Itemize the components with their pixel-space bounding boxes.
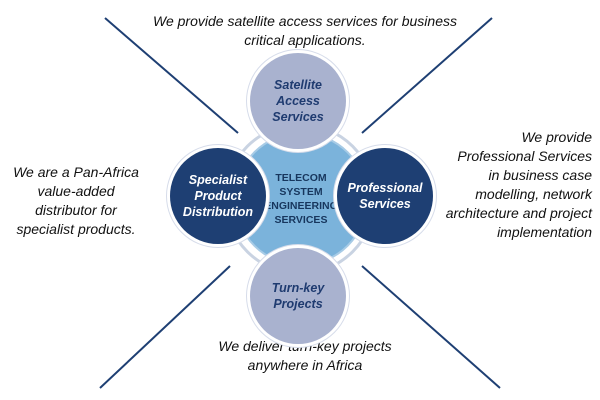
line-bottom-left <box>99 265 231 389</box>
node-label-satellite: Satellite Access Services <box>272 78 324 124</box>
caption-specialist-distribution: We are a Pan-Africa value-added distribu… <box>13 164 139 237</box>
node-label-specialist: Specialist Product Distribution <box>182 173 254 219</box>
node-specialist-product-distribution: Specialist Product Distribution <box>170 148 266 244</box>
node-turnkey-projects: Turn-key Projects <box>250 248 346 344</box>
node-label-turnkey: Turn-key Projects <box>271 281 325 311</box>
line-top-right <box>361 17 493 134</box>
line-bottom-right <box>361 265 501 389</box>
caption-professional-services: We provide Professional Services in busi… <box>445 129 592 240</box>
caption-turnkey-projects: We deliver turn-key projects anywhere in… <box>218 338 392 373</box>
center-label: TELECOM SYSTEM ENGINEERING SERVICES <box>264 172 338 226</box>
node-label-professional: Professional Services <box>347 181 423 211</box>
node-satellite-access-services: Satellite Access Services <box>250 53 346 149</box>
caption-satellite-access: We provide satellite access services for… <box>153 13 457 48</box>
node-professional-services: Professional Services <box>337 148 433 244</box>
line-top-left <box>104 17 239 134</box>
